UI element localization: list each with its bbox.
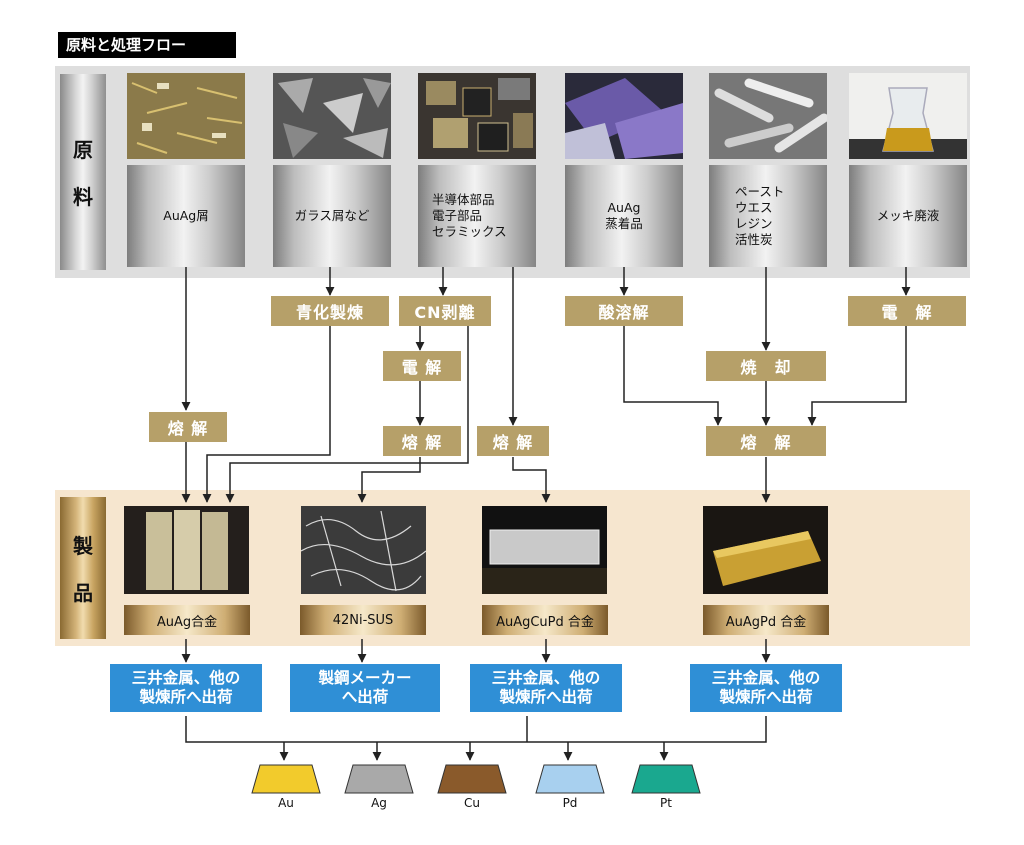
raw-photo-semiconductor-parts [418,73,536,159]
product-photo-42ni-sus [301,506,426,594]
metal-pt-icon [631,764,701,794]
shipping-box-2: 製鋼メーカー へ出荷 [290,664,440,712]
raw-material-label: ガラス屑など [294,208,370,223]
product-label-char-2: 品 [73,581,93,605]
metal-pt-shape [631,764,701,794]
shipping-label: 三井金属、他の 製煉所へ出荷 [711,669,821,706]
process-electrolysis-plating: 電 解 [848,296,966,326]
metal-au-label: Au [278,796,294,810]
raw-material-label: ペースト ウエス レジン 活性炭 [735,184,785,247]
shipping-box-4: 三井金属、他の 製煉所へ出荷 [690,664,842,712]
shipping-box-1: 三井金属、他の 製煉所へ出荷 [110,664,262,712]
raw-label-char-2: 料 [73,185,93,209]
process-melting-3: 熔 解 [477,426,549,456]
raw-photo-glass-scrap [273,73,391,159]
product-photo-auagpd [703,506,828,594]
metal-au-shape [251,764,321,794]
raw-material-label: AuAg屑 [163,208,209,223]
metal-cu-icon [437,764,507,794]
raw-label-char-1: 原 [73,138,93,162]
page-title: 原料と処理フロー [58,32,236,58]
metal-ag-icon [344,764,414,794]
metal-au-icon [251,764,321,794]
process-melting-4: 熔 解 [706,426,826,456]
shipping-label: 三井金属、他の 製煉所へ出荷 [491,669,601,706]
product-label-char-1: 製 [73,534,93,558]
process-cn-stripping: CN剥離 [399,296,491,326]
metal-pd-icon [535,764,605,794]
process-cyanide-smelting: 青化製煉 [271,296,389,326]
product-42ni-sus: 42Ni-SUS [300,605,426,635]
products-side-label: 製 品 [60,497,106,639]
raw-material-label: AuAg 蒸着品 [605,200,643,231]
process-acid-dissolution: 酸溶解 [565,296,683,326]
metal-ag-shape [344,764,414,794]
raw-material-paste-waste: ペースト ウエス レジン 活性炭 [709,165,827,267]
product-photo-auagcupd [482,506,607,594]
raw-material-semiconductor: 半導体部品 電子部品 セラミックス [418,165,536,267]
metal-ag-label: Ag [371,796,387,810]
product-auagcupd-alloy: AuAgCuPd 合金 [482,605,608,635]
raw-materials-side-label: 原 料 [60,74,106,270]
shipping-label: 製鋼メーカー へ出荷 [318,669,412,706]
process-melting-1: 熔 解 [149,412,227,442]
raw-material-auag-scrap: AuAg屑 [127,165,245,267]
raw-photo-auag-scrap [127,73,245,159]
metal-pd-label: Pd [562,796,578,810]
raw-material-label: メッキ廃液 [876,208,940,223]
raw-photo-paste-waste [709,73,827,159]
process-electrolysis: 電 解 [383,351,461,381]
product-auagpd-alloy: AuAgPd 合金 [703,605,829,635]
metal-cu-shape [437,764,507,794]
metal-pd-shape [535,764,605,794]
metal-pt-label: Pt [660,796,672,810]
product-auag-alloy: AuAg合金 [124,605,250,635]
raw-photo-plating-waste-liquid [849,73,967,159]
process-roasting: 焼 却 [706,351,826,381]
process-melting-2: 熔 解 [383,426,461,456]
shipping-box-3: 三井金属、他の 製煉所へ出荷 [470,664,622,712]
raw-material-plating-liquid: メッキ廃液 [849,165,967,267]
raw-material-vapor-deposited: AuAg 蒸着品 [565,165,683,267]
metal-cu-label: Cu [464,796,480,810]
raw-material-glass-scrap: ガラス屑など [273,165,391,267]
raw-photo-vapor-deposited-goods [565,73,683,159]
shipping-label: 三井金属、他の 製煉所へ出荷 [131,669,241,706]
product-photo-auag-ingots [124,506,249,594]
raw-material-label: 半導体部品 電子部品 セラミックス [432,192,507,239]
